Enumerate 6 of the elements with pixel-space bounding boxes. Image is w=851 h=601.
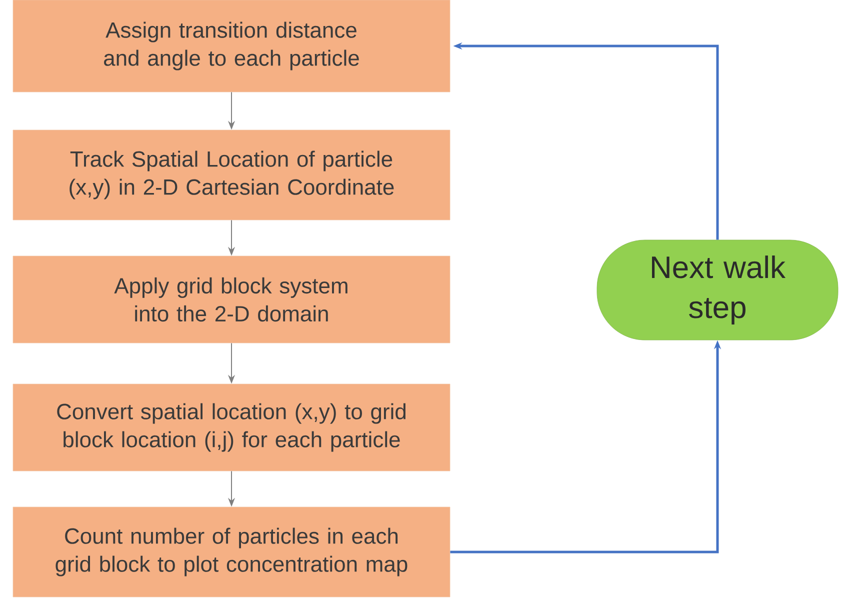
process-box: Assign transition distance and angle to each particle <box>12 0 450 92</box>
rounded-step-box: Next walk step <box>596 240 838 340</box>
process-box: Apply grid block system into the 2-D domain <box>12 256 450 344</box>
process-box: Count number of particles in each grid block to plot concentration map <box>12 506 450 598</box>
process-box: Track Spatial Location of particle (x,y) in 2-D Cartesian Coordinate <box>12 130 450 220</box>
process-box: Convert spatial location (x,y) to grid block location (i,j) for each particle <box>12 384 450 472</box>
